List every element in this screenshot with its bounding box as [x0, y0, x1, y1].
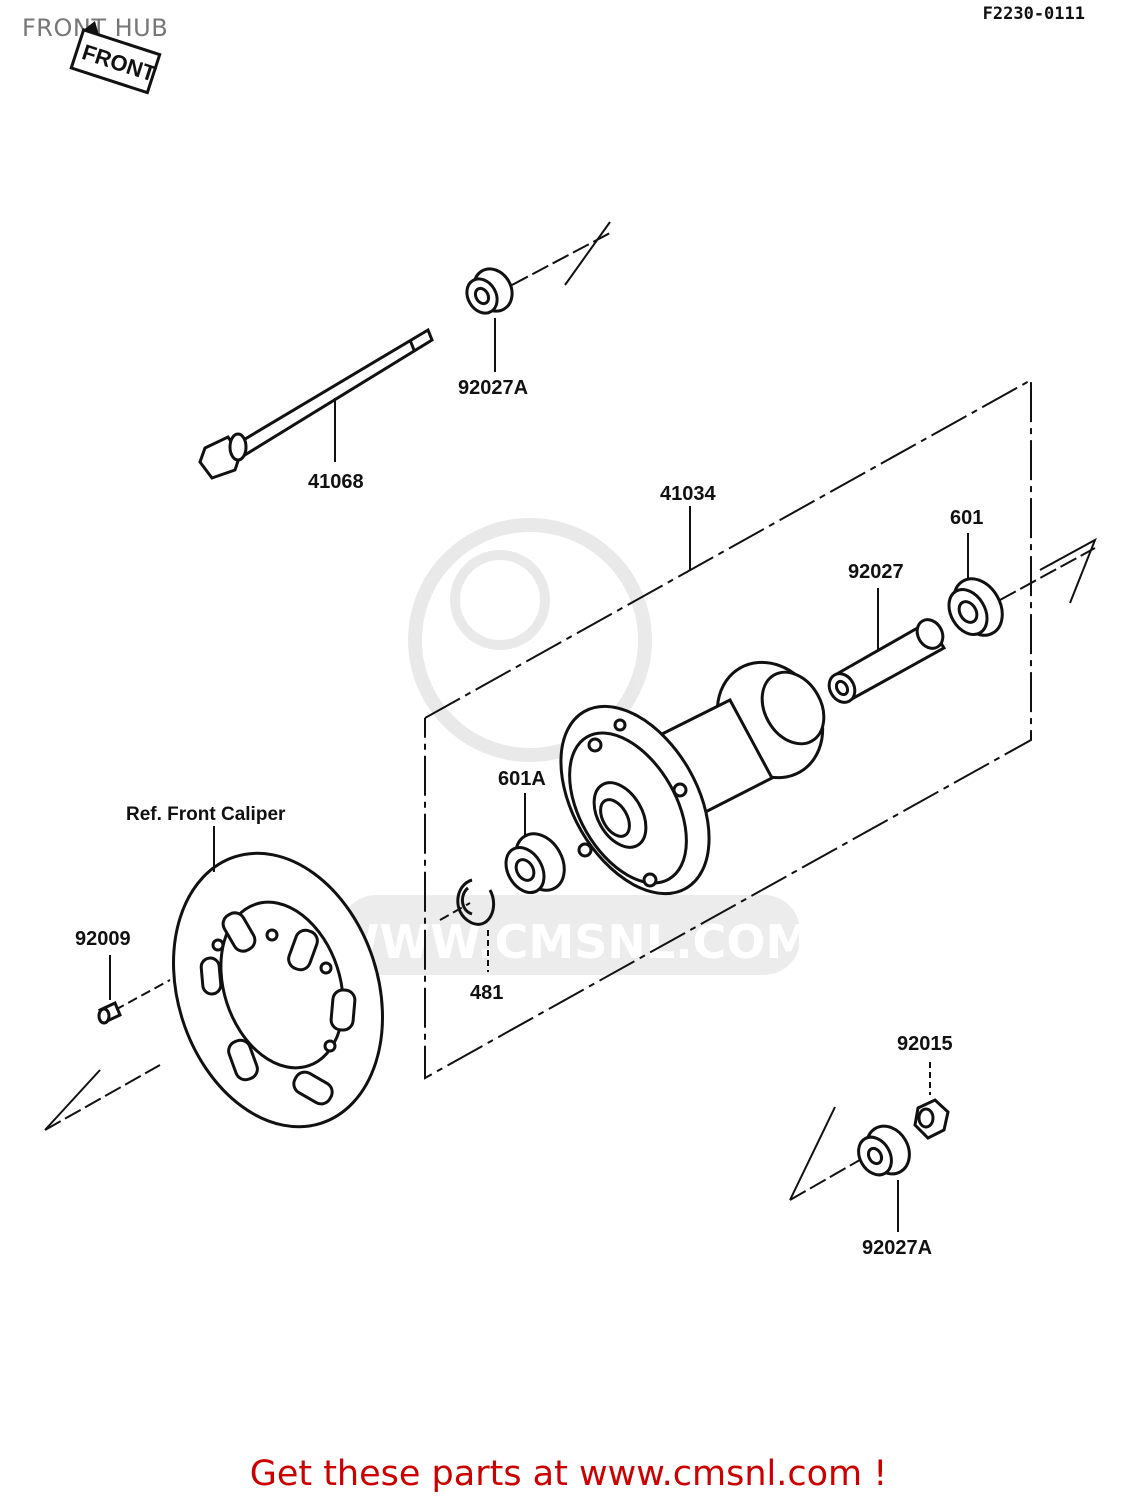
label-92015: 92015	[897, 1033, 953, 1055]
wheel-hub-41034	[559, 660, 826, 896]
brake-disc	[172, 851, 384, 1129]
label-601: 601	[950, 507, 983, 529]
label-92027A-bottom: 92027A	[862, 1237, 932, 1259]
circlip-481	[456, 878, 496, 926]
label-92009: 92009	[75, 928, 131, 950]
label-601A: 601A	[498, 768, 546, 790]
front-arrow-badge: FRONT	[69, 20, 162, 95]
label-ref-front-caliper: Ref. Front Caliper	[126, 804, 286, 825]
bearing-601A	[504, 832, 566, 894]
footer-parts-link[interactable]: Get these parts at www.cmsnl.com !	[249, 1454, 888, 1494]
screw-92009	[97, 1000, 122, 1025]
nut-92015	[913, 1098, 950, 1140]
watermark-logo: WWW.CMSNL.COM	[329, 518, 812, 975]
label-92027: 92027	[848, 561, 904, 583]
hub-assembly-frame	[424, 378, 1032, 1080]
bearing-601	[947, 577, 1004, 637]
axle-bolt-41068	[198, 327, 434, 480]
label-481: 481	[470, 982, 503, 1004]
label-92027A-top: 92027A	[458, 377, 528, 399]
axle-guide-lines	[44, 221, 1097, 1201]
watermark-text: WWW.CMSNL.COM	[329, 915, 812, 969]
label-41068: 41068	[308, 471, 364, 493]
label-41034: 41034	[660, 483, 716, 505]
collar-92027A-bottom	[857, 1124, 911, 1177]
collar-92027A-top	[465, 267, 514, 315]
spacer-92027	[827, 618, 947, 704]
diagram-code: F2230-0111	[982, 4, 1085, 24]
